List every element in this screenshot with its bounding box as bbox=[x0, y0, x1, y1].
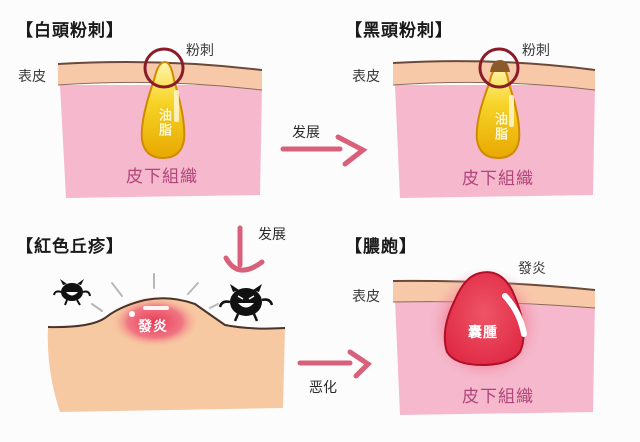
arrow-develop-right-label: 发展 bbox=[292, 125, 320, 141]
pustule-epidermis-label: 表皮 bbox=[352, 289, 380, 305]
papule-panel bbox=[47, 273, 286, 412]
pustule-inflammation-label: 發炎 bbox=[518, 261, 546, 277]
arrow-develop-right bbox=[280, 134, 368, 167]
blackhead-epidermis-label: 表皮 bbox=[352, 69, 380, 85]
blackhead-panel bbox=[392, 47, 596, 198]
pustule-title: 【膿皰】 bbox=[345, 237, 417, 257]
papule-title: 【紅色丘疹】 bbox=[16, 237, 124, 257]
whitehead-epidermis-label: 表皮 bbox=[18, 69, 46, 85]
bacteria-icon-left bbox=[53, 279, 91, 306]
blackhead-sebum-label: 油脂 bbox=[492, 112, 507, 142]
arrow-worsen-right bbox=[297, 349, 372, 379]
whitehead-subcutaneous-label: 皮下組織 bbox=[126, 167, 198, 187]
arrow-worsen-label: 恶化 bbox=[309, 380, 337, 396]
whitehead-sebum-label: 油脂 bbox=[156, 108, 171, 138]
whitehead-comedo-label: 粉刺 bbox=[186, 43, 214, 59]
bacteria-icon-right bbox=[218, 284, 274, 322]
blackhead-comedo-label: 粉刺 bbox=[522, 43, 550, 59]
whitehead-panel bbox=[57, 47, 263, 198]
arrow-develop-down bbox=[223, 225, 265, 273]
papule-inflammation-label: 發炎 bbox=[138, 319, 168, 335]
pustule-panel bbox=[392, 267, 596, 415]
blackhead-title: 【黑頭粉刺】 bbox=[345, 21, 453, 41]
pustule-subcutaneous-label: 皮下組織 bbox=[462, 387, 534, 407]
pustule-cyst-label: 囊腫 bbox=[468, 325, 498, 341]
blackhead-subcutaneous-label: 皮下組織 bbox=[462, 169, 534, 189]
whitehead-title: 【白頭粉刺】 bbox=[16, 21, 124, 41]
arrow-develop-down-label: 发展 bbox=[258, 227, 286, 243]
